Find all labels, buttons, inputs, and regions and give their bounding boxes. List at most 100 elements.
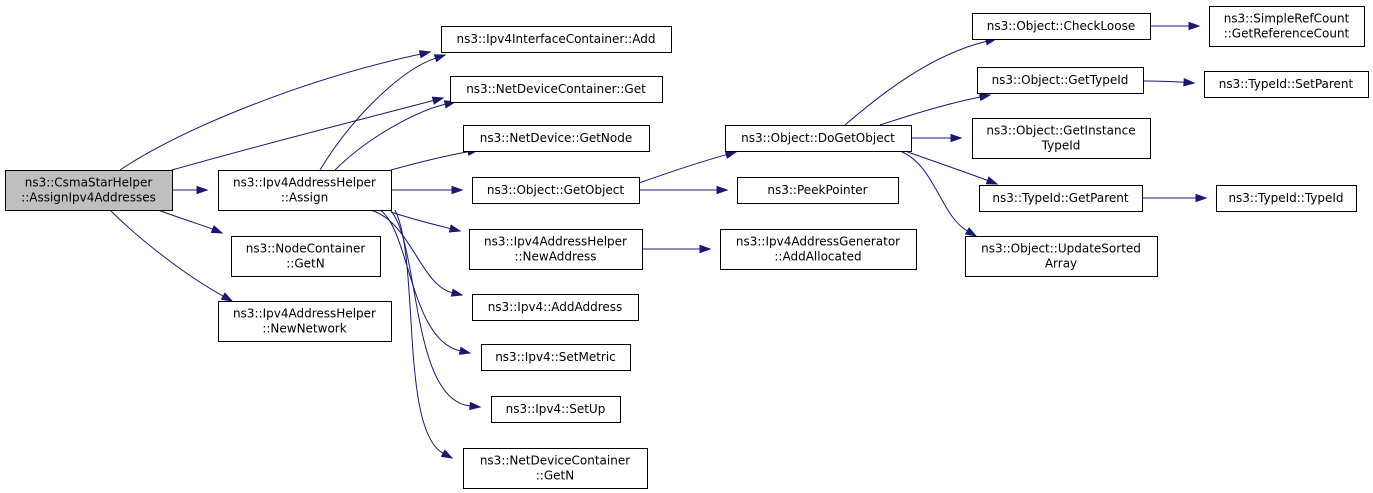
node-label: ns3::TypeId::TypeId (1228, 191, 1343, 205)
node-label: ns3::Ipv4AddressHelper (233, 307, 376, 321)
edge-arrowhead (431, 96, 445, 105)
node-label: ns3::Object::GetInstance (986, 124, 1135, 138)
node-label: ns3::Object::GetObject (487, 183, 625, 197)
node-box (5, 170, 173, 211)
node-n5[interactable]: ns3::NetDeviceContainer::Get (450, 76, 663, 103)
edge-line (899, 150, 968, 232)
edge-n0-n5 (171, 96, 445, 171)
edge-n16-n21 (1150, 21, 1201, 31)
edge-arrowhead (978, 92, 992, 102)
edge-n13-n18 (911, 133, 963, 143)
edge-arrowhead (451, 185, 464, 195)
node-box (965, 236, 1158, 277)
node-n3[interactable]: ns3::Ipv4AddressHelper::NewNetwork (218, 301, 392, 342)
node-label: ns3::Ipv4AddressGenerator (736, 235, 900, 249)
node-n19[interactable]: ns3::TypeId::GetParent (979, 185, 1143, 212)
edge-line (390, 211, 451, 230)
node-n16[interactable]: ns3::Object::CheckLoose (972, 13, 1151, 40)
node-box (450, 76, 663, 103)
edge-arrowhead (1195, 193, 1208, 203)
node-n12[interactable]: ns3::NetDeviceContainer::GetN (463, 448, 648, 489)
edge-line (334, 103, 446, 171)
node-box (725, 125, 912, 152)
node-label: ns3::SimpleRefCount (1224, 12, 1350, 26)
node-box (972, 13, 1151, 40)
node-n7[interactable]: ns3::Object::GetObject (472, 177, 640, 204)
edge-line (369, 209, 453, 294)
node-n15[interactable]: ns3::Ipv4AddressGenerator::AddAllocated (720, 229, 917, 270)
edge-n1-n12 (394, 209, 454, 459)
edge-line (844, 40, 987, 126)
edge-arrowhead (469, 401, 482, 411)
edge-line (390, 151, 469, 171)
node-box (441, 26, 672, 53)
edge-arrowhead (1183, 78, 1196, 87)
node-box (1209, 6, 1365, 47)
node-label: ns3::Object::CheckLoose (987, 19, 1135, 33)
node-label: ns3::NetDevice::GetNode (480, 131, 632, 145)
edge-n0-n1 (171, 185, 209, 195)
edge-arrowhead (950, 133, 963, 143)
edge-line (119, 53, 421, 171)
node-box (218, 301, 392, 342)
node-n4[interactable]: ns3::Ipv4InterfaceContainer::Add (441, 26, 672, 53)
edge-n13-n20 (899, 150, 978, 237)
edge-n7-n14 (638, 185, 729, 195)
edge-n1-n11 (389, 209, 482, 411)
edges-layer (109, 21, 1208, 459)
edge-arrowhead (699, 244, 712, 254)
node-n2[interactable]: ns3::NodeContainer::GetN (231, 236, 381, 277)
node-box (1204, 71, 1369, 98)
edge-n1-n4 (319, 54, 447, 171)
edge-n17-n22 (1142, 78, 1196, 87)
edge-line (171, 100, 434, 171)
node-n13[interactable]: ns3::Object::DoGetObject (725, 125, 912, 152)
node-box (472, 177, 640, 204)
edge-n1-n5 (334, 100, 457, 171)
node-box (737, 177, 899, 204)
node-n23[interactable]: ns3::TypeId::TypeId (1216, 185, 1357, 212)
node-n9[interactable]: ns3::Ipv4::AddAddress (472, 294, 639, 321)
edge-line (319, 57, 436, 171)
node-label: ::GetN (286, 257, 324, 271)
node-label: ns3::NodeContainer (246, 242, 366, 256)
node-n10[interactable]: ns3::Ipv4::SetMetric (481, 344, 631, 371)
node-n0[interactable]: ns3::CsmaStarHelper::AssignIpv4Addresses (5, 170, 173, 211)
node-n11[interactable]: ns3::Ipv4::SetUp (491, 396, 621, 423)
node-label: ns3::Ipv4InterfaceContainer::Add (457, 32, 656, 46)
node-box (231, 236, 381, 277)
edge-arrowhead (458, 346, 472, 355)
node-n22[interactable]: ns3::TypeId::SetParent (1204, 71, 1369, 98)
edge-line (638, 154, 727, 184)
edge-n13-n17 (879, 92, 992, 126)
edge-line (379, 209, 461, 352)
edge-n1-n9 (369, 209, 464, 297)
node-box (977, 67, 1144, 94)
edge-arrowhead (196, 185, 209, 195)
edge-line (904, 150, 988, 181)
node-box (469, 229, 643, 270)
node-n21[interactable]: ns3::SimpleRefCount::GetReferenceCount (1209, 6, 1365, 47)
node-n6[interactable]: ns3::NetDevice::GetNode (463, 125, 650, 152)
edge-arrowhead (716, 185, 729, 195)
node-n17[interactable]: ns3::Object::GetTypeId (977, 67, 1144, 94)
node-label: ::Assign (281, 191, 328, 205)
node-n8[interactable]: ns3::Ipv4AddressHelper::NewAddress (469, 229, 643, 270)
node-n1[interactable]: ns3::Ipv4AddressHelper::Assign (218, 170, 392, 211)
node-box (463, 448, 648, 489)
edge-n13-n19 (904, 150, 999, 185)
node-label: ns3::CsmaStarHelper (25, 176, 153, 190)
edge-n19-n23 (1141, 193, 1208, 203)
edge-arrowhead (450, 288, 464, 297)
edge-arrowhead (1188, 21, 1201, 31)
node-n14[interactable]: ns3::PeekPointer (737, 177, 899, 204)
node-box (1216, 185, 1357, 212)
nodes-layer: ns3::CsmaStarHelper::AssignIpv4Addresses… (5, 6, 1369, 489)
edge-line (1142, 80, 1185, 83)
node-box (218, 170, 392, 211)
edge-line (109, 209, 224, 297)
node-label: ns3::TypeId::GetParent (992, 191, 1128, 205)
node-label: ns3::TypeId::SetParent (1219, 77, 1354, 91)
